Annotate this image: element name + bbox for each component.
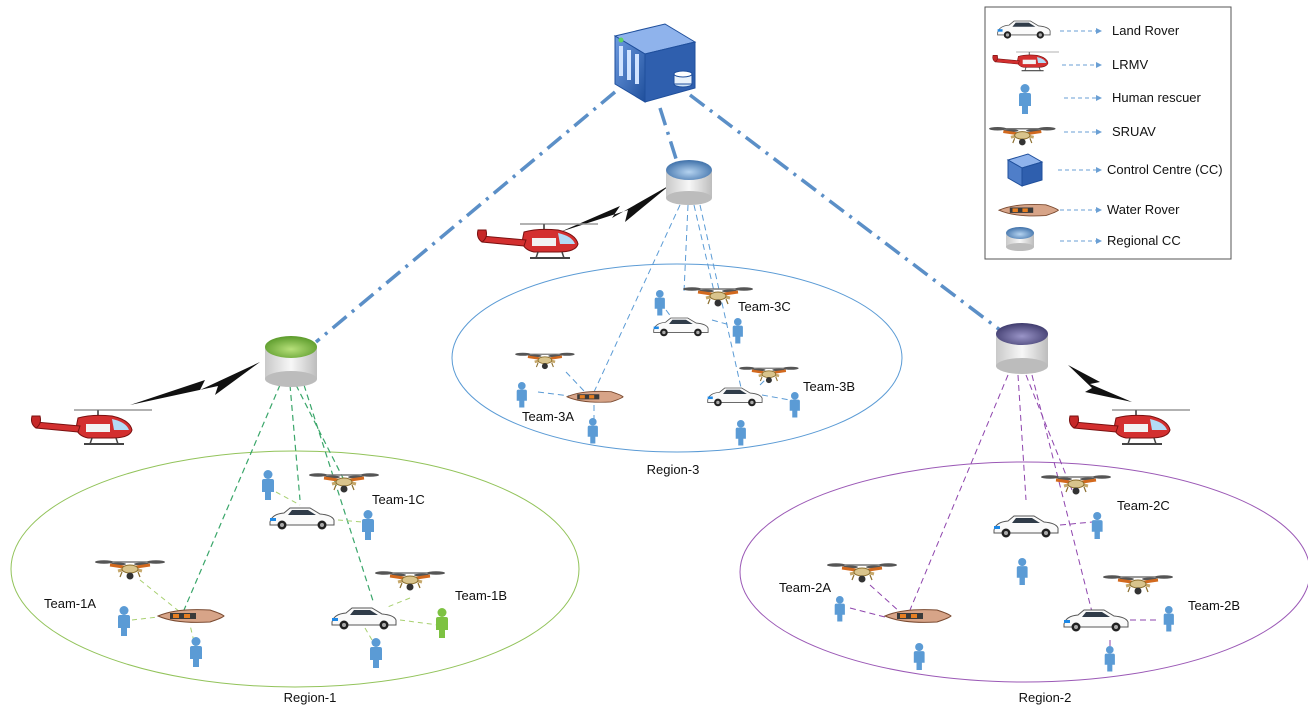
region-1-links <box>183 384 375 611</box>
sruav-drone[interactable] <box>373 569 447 592</box>
legend-label-human-rescuer: Human rescuer <box>1112 90 1202 105</box>
region-label-3: Region-3 <box>647 462 700 477</box>
lightning-bolt-3 <box>560 185 670 232</box>
human-rescuer-highlighted[interactable] <box>436 608 448 638</box>
lightning-bolt-2 <box>1068 365 1132 402</box>
sruav-drone[interactable] <box>513 351 576 371</box>
water-rover[interactable] <box>884 609 952 623</box>
legend-label-water-rover: Water Rover <box>1107 202 1180 217</box>
control-centre-icon[interactable] <box>613 23 697 103</box>
legend: Land Rover LRMV Human rescuer SRUAV Cont… <box>984 6 1232 260</box>
backbone-link-region-3 <box>658 107 680 166</box>
human-rescuer[interactable] <box>587 418 598 444</box>
land-rover[interactable] <box>993 515 1059 538</box>
human-rescuer[interactable] <box>735 420 746 446</box>
legend-label-land-rover: Land Rover <box>1112 23 1180 38</box>
regional-cc-icon <box>1006 227 1034 251</box>
region-2-boundary <box>739 461 1308 683</box>
human-rescuer[interactable] <box>1091 512 1103 539</box>
lightning-bolt-1 <box>130 362 260 405</box>
region-label-2: Region-2 <box>1019 690 1072 705</box>
sruav-drone[interactable] <box>1039 473 1113 496</box>
human-rescuer[interactable] <box>789 392 800 418</box>
regional-cc-2[interactable] <box>996 323 1048 374</box>
region-label-1: Region-1 <box>284 690 337 705</box>
control-centre-icon <box>1006 153 1044 187</box>
region-3-boundary <box>451 263 903 453</box>
region-2-links <box>849 374 1160 652</box>
human-rescuer[interactable] <box>190 637 202 667</box>
human-rescuer[interactable] <box>516 382 527 408</box>
team-label-2b: Team-2B <box>1188 598 1240 613</box>
land-rover[interactable] <box>707 387 763 407</box>
land-rover[interactable] <box>331 607 397 630</box>
regional-cc-3[interactable] <box>666 160 712 205</box>
backbone-link-region-2 <box>688 93 1002 332</box>
lrmv-helicopter-2[interactable] <box>1068 409 1191 445</box>
human-rescuer[interactable] <box>370 638 382 668</box>
human-rescuer[interactable] <box>362 510 374 540</box>
human-rescuer[interactable] <box>118 606 130 636</box>
team-label-3a: Team-3A <box>522 409 574 424</box>
land-rover[interactable] <box>269 507 335 530</box>
water-rover[interactable] <box>157 609 225 623</box>
human-rescuer[interactable] <box>834 596 845 622</box>
team-label-2c: Team-2C <box>1117 498 1170 513</box>
regional-cc-1[interactable] <box>265 336 317 387</box>
human-rescuer[interactable] <box>1104 646 1115 672</box>
sruav-drone[interactable] <box>737 365 800 385</box>
human-rescuer[interactable] <box>732 318 743 344</box>
human-rescuer[interactable] <box>262 470 274 500</box>
human-rescuer[interactable] <box>1163 606 1174 632</box>
backbone-links <box>314 90 1002 344</box>
wireless-links <box>130 185 1132 405</box>
land-rover[interactable] <box>653 317 709 337</box>
sruav-drone[interactable] <box>307 471 381 494</box>
team-label-1b: Team-1B <box>455 588 507 603</box>
legend-arrowheads <box>1096 28 1102 244</box>
sruav-drone[interactable] <box>825 561 899 584</box>
team-label-1a: Team-1A <box>44 596 96 611</box>
sruav-drone[interactable] <box>93 558 167 581</box>
legend-label-sruav: SRUAV <box>1112 124 1156 139</box>
human-rescuer[interactable] <box>1016 558 1028 585</box>
legend-label-regional-cc: Regional CC <box>1107 233 1181 248</box>
team-label-2a: Team-2A <box>779 580 831 595</box>
team-label-3c: Team-3C <box>738 299 791 314</box>
legend-label-control-centre: Control Centre (CC) <box>1107 162 1223 177</box>
region-labels: Region-1 Region-2 Region-3 <box>284 462 1072 705</box>
team-label-3b: Team-3B <box>803 379 855 394</box>
water-rover[interactable] <box>566 390 624 403</box>
team-labels: Team-1A Team-1B Team-1C Team-2A Team-2B … <box>44 299 1240 613</box>
human-rescuer[interactable] <box>654 290 665 316</box>
region-1-boundary <box>10 450 580 688</box>
team-label-1c: Team-1C <box>372 492 425 507</box>
region-3-links <box>537 204 791 420</box>
lrmv-helicopter-1[interactable] <box>30 409 153 445</box>
legend-label-lrmv: LRMV <box>1112 57 1148 72</box>
legend-arrows <box>1058 30 1096 242</box>
human-rescuer[interactable] <box>913 643 925 670</box>
lrmv-helicopter-3[interactable] <box>476 223 599 259</box>
backbone-link-region-1 <box>314 90 617 344</box>
sruav-drone[interactable] <box>1101 573 1175 596</box>
land-rover[interactable] <box>1063 609 1129 632</box>
legend-labels: Land Rover LRMV Human rescuer SRUAV Cont… <box>1107 23 1223 248</box>
